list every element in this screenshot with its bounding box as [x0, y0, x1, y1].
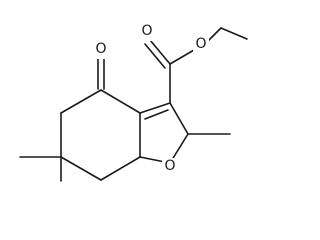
furan-oxygen-bg — [162, 158, 178, 176]
bond-ethyl-ch2-ch3 — [220, 27, 248, 40]
ketone-oxygen-bg — [93, 41, 109, 59]
bond-c4-c3a — [100, 89, 141, 114]
furan-oxygen-label: O — [164, 158, 175, 174]
bond-c7-c7a — [100, 156, 141, 181]
ester-carbonyl-oxygen-bg — [139, 23, 155, 41]
bond-c3a-c3 — [139, 102, 171, 114]
structure-canvas: O O O O — [19, 23, 248, 182]
bond-ester-single-o — [169, 49, 195, 65]
ketone-oxygen-label: O — [95, 41, 106, 57]
bond-o-ethyl-ch2 — [206, 27, 222, 43]
bond-c3-c3a-inner — [144, 109, 169, 120]
bond-c6-c7 — [60, 156, 102, 181]
ester-ether-oxygen-label: O — [195, 36, 206, 52]
bond-ester-carbonyl-double-a — [149, 39, 171, 65]
bond-c4-c5 — [60, 89, 102, 114]
ester-carbonyl-oxygen-label: O — [141, 23, 152, 39]
bond-ester-carbonyl-double-b — [144, 43, 166, 69]
ester-ether-oxygen-bg — [193, 36, 209, 54]
bond-c3-c2 — [169, 102, 189, 135]
ethyl-tetrahydrobenzofuran-carboxylate-structure: O O O O — [19, 23, 248, 182]
